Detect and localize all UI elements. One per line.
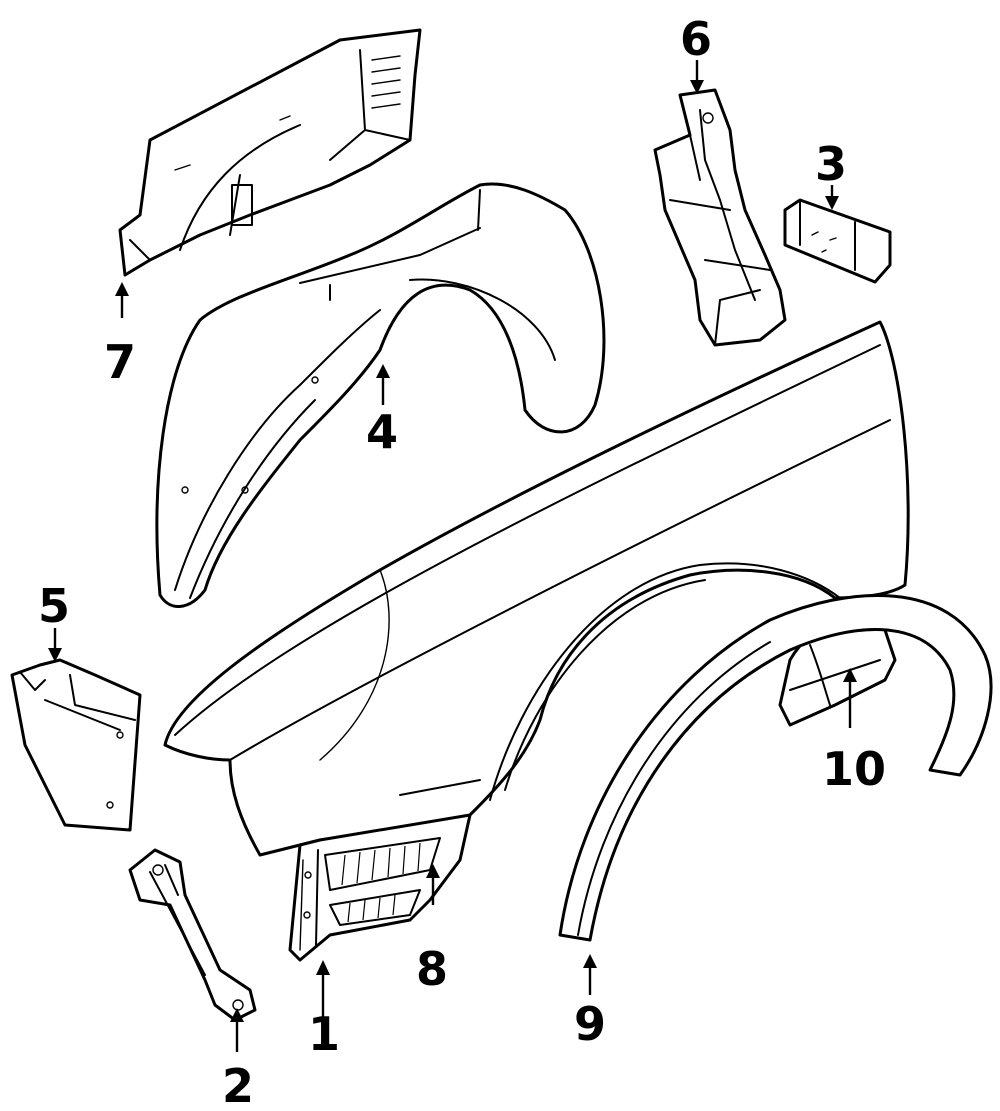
callout-3: 3 [815,137,847,191]
callout-7: 7 [104,335,136,389]
callout-5: 5 [38,579,70,633]
callout-8: 8 [416,942,448,996]
callout-6: 6 [680,12,712,66]
callout-9: 9 [574,997,606,1051]
part-5-splash-shield[interactable] [10,658,142,832]
part-4-wheelhouse-liner[interactable] [155,182,606,608]
part-6-bracket[interactable] [653,88,787,347]
part-1-front-fender[interactable] [163,320,910,962]
part-9-wheel-molding[interactable] [558,594,993,942]
callout-1: 1 [308,1007,340,1061]
callout-leaders [48,60,857,1052]
callout-2: 2 [222,1059,254,1111]
part-7-fender-apron[interactable] [118,28,422,277]
part-3-filler-block[interactable] [783,198,892,284]
callout-10: 10 [822,742,886,796]
part-2-support-brace[interactable] [128,848,257,1022]
callout-4: 4 [366,405,398,459]
